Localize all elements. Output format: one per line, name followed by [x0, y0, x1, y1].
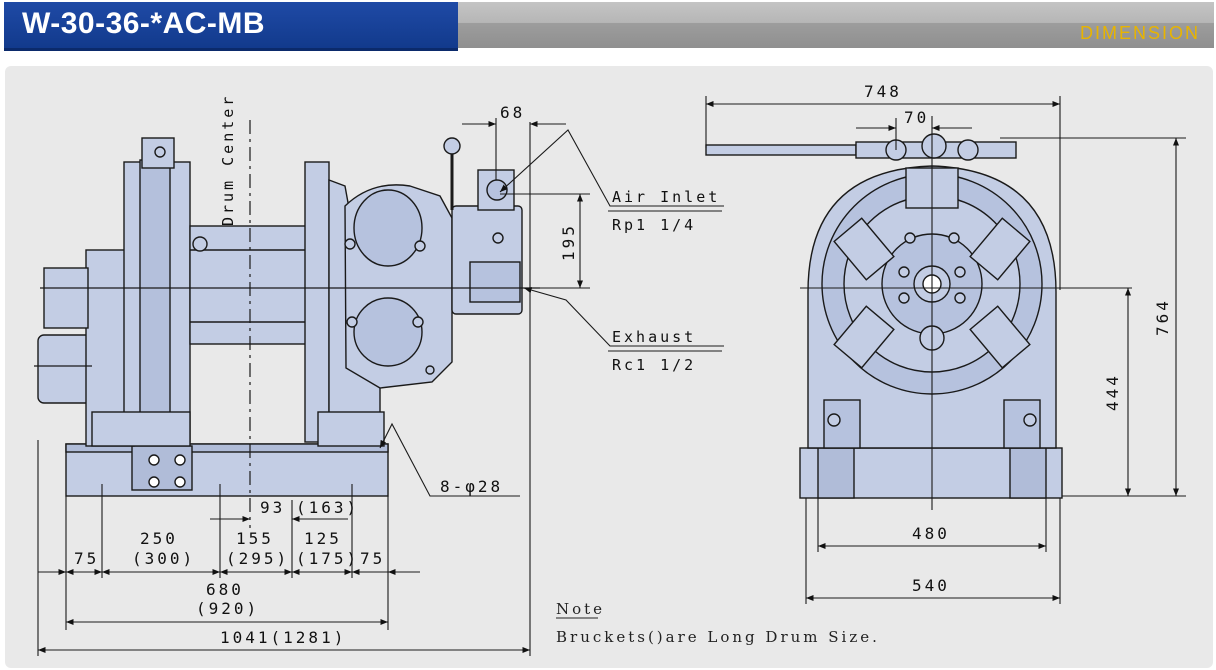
- air-inlet-size: Rp1 1/4: [612, 216, 696, 234]
- exhaust-label: Exhaust: [612, 328, 696, 346]
- bolt-hole-label: 8-φ28: [440, 477, 503, 496]
- front-dimension-lines: [705, 96, 1186, 604]
- dim-295: (295): [226, 549, 289, 568]
- dim-75-left: 75: [74, 549, 99, 568]
- dim-444: 444: [1103, 373, 1122, 411]
- dim-540: 540: [912, 576, 950, 595]
- right-flange: [304, 161, 330, 443]
- dim-1041: 1041(1281): [220, 628, 346, 647]
- dim-175: (175): [296, 549, 359, 568]
- dim-155: 155: [236, 529, 274, 548]
- dim-68: 68: [500, 103, 525, 122]
- dim-163: (163): [296, 498, 359, 517]
- dim-300: (300): [132, 549, 195, 568]
- dim-250: 250: [140, 529, 178, 548]
- drum-center-label: Drum Center: [219, 94, 237, 226]
- side-view: [37, 137, 523, 497]
- dim-93: 93: [260, 498, 285, 517]
- dim-75-right: 75: [360, 549, 385, 568]
- dim-125: 125: [304, 529, 342, 548]
- side-dimension-lines: [37, 118, 724, 656]
- dim-680: 680: [206, 580, 244, 599]
- exhaust-size: Rc1 1/2: [612, 356, 696, 374]
- dim-920: (920): [196, 599, 259, 618]
- dim-480: 480: [912, 524, 950, 543]
- dim-70: 70: [904, 108, 929, 127]
- note-text: Bruckets()are Long Drum Size.: [556, 628, 880, 646]
- section-label: DIMENSION: [1079, 23, 1200, 43]
- title-bar: W-30-36-*AC-MB: [4, 2, 458, 51]
- front-view: [705, 133, 1063, 499]
- air-inlet-label: Air Inlet: [612, 188, 720, 206]
- section-bar: DIMENSION: [458, 2, 1214, 48]
- dim-195: 195: [559, 223, 578, 261]
- dim-748: 748: [864, 82, 902, 101]
- note-heading: Note: [556, 600, 605, 618]
- dim-764: 764: [1153, 298, 1172, 336]
- model-title: W-30-36-*AC-MB: [22, 7, 266, 40]
- center-lines: [34, 120, 540, 528]
